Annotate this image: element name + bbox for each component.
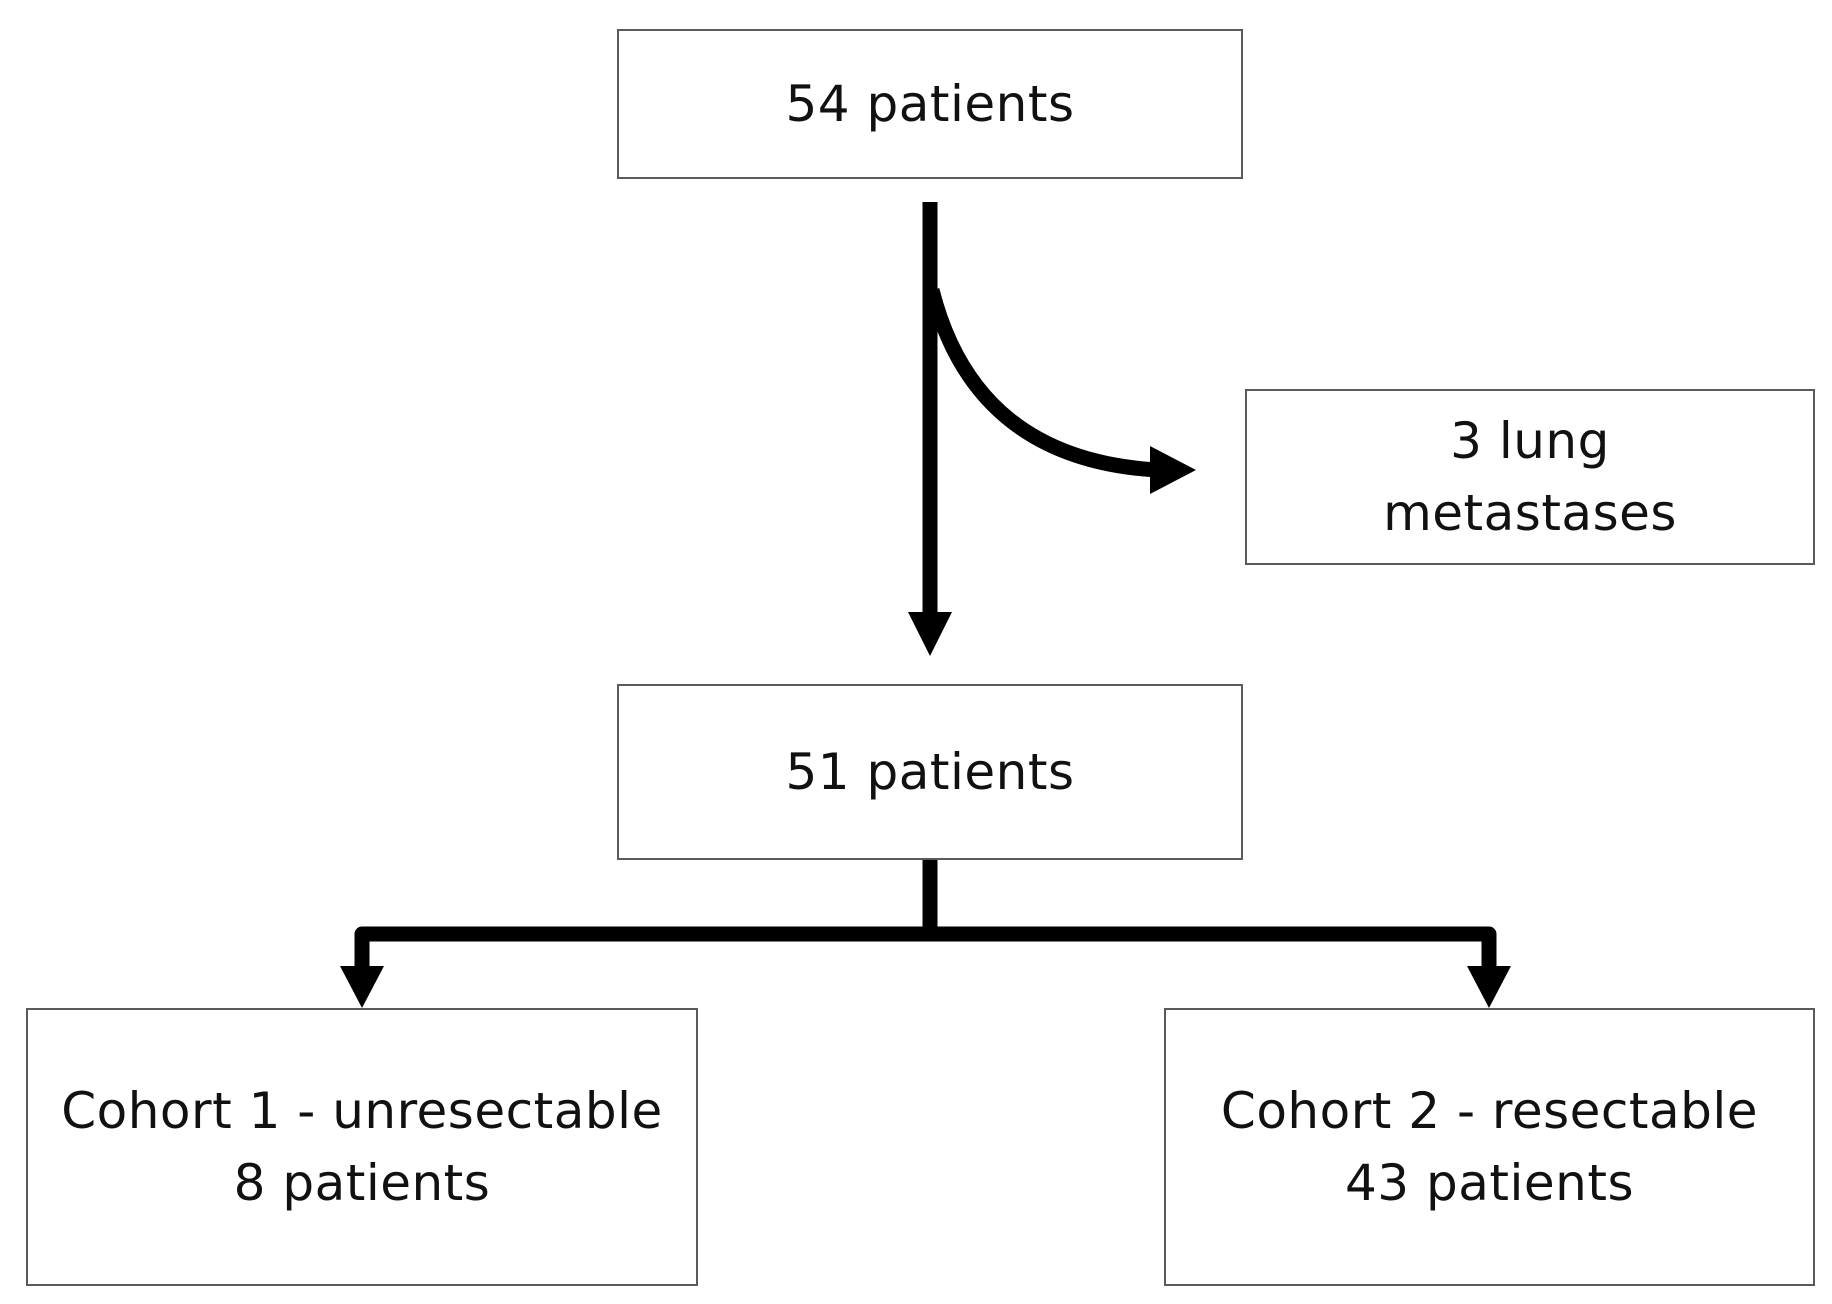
left-arrow-head [340,966,384,1008]
node-label-line2: metastases [1383,484,1677,542]
node-label-line1: 3 lung [1450,412,1610,470]
main-arrow-head [908,612,952,656]
node-cohort-1: Cohort 1 - unresectable 8 patients [26,1008,698,1286]
node-remaining-patients: 51 patients [617,684,1243,860]
node-total-patients: 54 patients [617,29,1243,179]
exclusion-arrow-head [1150,446,1196,494]
node-excluded-lung-metastases: 3 lung metastases [1245,389,1815,565]
node-label-line2: 8 patients [233,1154,491,1212]
node-label-line1: Cohort 2 - resectable [1220,1082,1759,1140]
node-label: 51 patients [785,743,1075,801]
node-label-line2: 43 patients [1345,1154,1634,1212]
node-cohort-2: Cohort 2 - resectable 43 patients [1164,1008,1815,1286]
node-label-line1: Cohort 1 - unresectable [61,1082,663,1140]
split-bar [354,926,1497,980]
node-label: 54 patients [785,75,1075,133]
exclusion-arrow-curve [924,288,1159,478]
right-arrow-head [1467,966,1511,1008]
